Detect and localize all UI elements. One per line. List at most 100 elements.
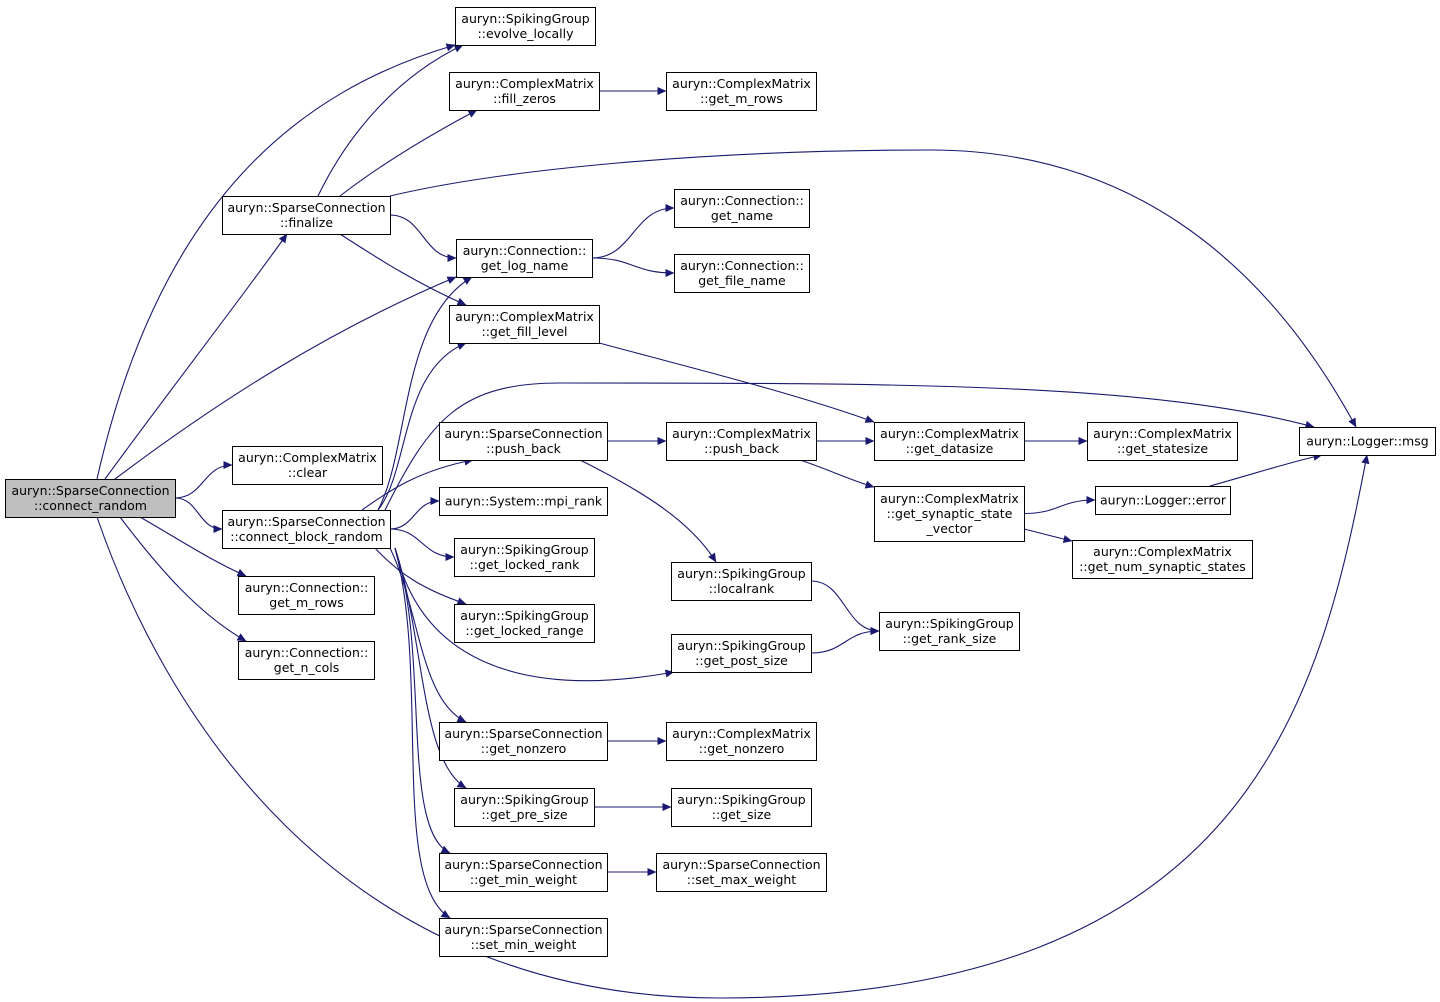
node-box — [232, 446, 383, 485]
edge-connect_block_random-to-get_nonzero_sc — [389, 547, 467, 723]
node-connect-random[interactable]: auryn::SparseConnection::connect_random — [5, 479, 176, 518]
node-get-num-synaptic-states[interactable]: auryn::ComplexMatrix::get_num_synaptic_s… — [1072, 540, 1253, 579]
node-get-m-rows-cm[interactable]: auryn::ComplexMatrix::get_m_rows — [666, 72, 817, 111]
node-label: auryn::ComplexMatrix — [672, 76, 811, 91]
node-box — [439, 918, 608, 957]
node-box — [439, 853, 608, 892]
node-label: auryn::SpikingGroup — [461, 11, 589, 26]
nodes: auryn::SparseConnection::connect_randoma… — [5, 7, 1436, 957]
node-box — [1095, 486, 1231, 515]
node-label: auryn::Connection:: — [463, 243, 587, 258]
node-label: ::push_back — [486, 441, 561, 456]
node-msg[interactable]: auryn::Logger::msg — [1299, 427, 1436, 456]
node-evolve-locally[interactable]: auryn::SpikingGroup::evolve_locally — [455, 7, 596, 46]
node-push-back-sc[interactable]: auryn::SparseConnection::push_back — [439, 422, 608, 461]
node-get-min-weight[interactable]: auryn::SparseConnection::get_min_weight — [439, 853, 608, 892]
node-label: ::connect_block_random — [230, 529, 382, 544]
node-label: auryn::SparseConnection — [227, 514, 385, 529]
edge-connect_block_random-to-get_log_name — [377, 276, 473, 511]
node-localrank[interactable]: auryn::SpikingGroup::localrank — [671, 562, 812, 601]
node-label: ::fill_zeros — [493, 91, 556, 106]
node-fill-zeros[interactable]: auryn::ComplexMatrix::fill_zeros — [449, 72, 600, 111]
node-label: auryn::SparseConnection — [444, 857, 602, 872]
node-connect-block-random[interactable]: auryn::SparseConnection::connect_block_r… — [222, 510, 391, 549]
node-label: auryn::SpikingGroup — [677, 792, 805, 807]
node-label: ::set_max_weight — [687, 872, 797, 887]
node-box — [666, 722, 817, 761]
node-get-file-name[interactable]: auryn::Connection::get_file_name — [674, 254, 810, 293]
node-label: _vector — [926, 521, 974, 536]
node-push-back-cm[interactable]: auryn::ComplexMatrix::push_back — [666, 422, 817, 461]
node-box — [1299, 427, 1436, 456]
edge-connect_random-to-clear — [174, 460, 233, 499]
node-label: auryn::SpikingGroup — [460, 792, 588, 807]
node-label: ::get_pre_size — [481, 807, 567, 822]
node-get-post-size[interactable]: auryn::SpikingGroup::get_post_size — [671, 634, 812, 673]
edge-finalize-to-msg — [389, 149, 1357, 428]
edges — [96, 43, 1370, 999]
node-get-statesize[interactable]: auryn::ComplexMatrix::get_statesize — [1087, 422, 1238, 461]
edge-localrank-to-get_rank_size — [810, 580, 880, 636]
edge-get_fill_level-to-get_datasize — [598, 342, 875, 423]
node-label: ::get_nonzero — [699, 741, 784, 756]
node-label: get_n_cols — [274, 660, 339, 675]
edge-finalize-to-get_fill_level — [339, 233, 467, 306]
node-get-n-cols[interactable]: auryn::Connection::get_n_cols — [238, 641, 375, 680]
node-label: auryn::ComplexMatrix — [880, 426, 1019, 441]
node-label: get_file_name — [698, 273, 786, 288]
edge-push_back_cm-to-get_synaptic_state_vector — [799, 459, 875, 489]
node-label: ::get_m_rows — [700, 91, 783, 106]
node-box — [874, 486, 1025, 542]
node-error[interactable]: auryn::Logger::error — [1095, 486, 1231, 515]
node-box — [455, 7, 596, 46]
node-get-log-name[interactable]: auryn::Connection::get_log_name — [456, 239, 593, 278]
node-get-rank-size[interactable]: auryn::SpikingGroup::get_rank_size — [879, 612, 1020, 651]
node-get-locked-range[interactable]: auryn::SpikingGroup::get_locked_range — [454, 604, 595, 643]
edge-connect_random-to-get_log_name — [114, 276, 457, 480]
node-finalize[interactable]: auryn::SparseConnection::finalize — [222, 196, 391, 235]
node-clear[interactable]: auryn::ComplexMatrix::clear — [232, 446, 383, 485]
node-label: auryn::Connection:: — [680, 258, 804, 273]
edge-get_log_name-to-get_name — [591, 203, 675, 259]
node-get-locked-rank[interactable]: auryn::SpikingGroup::get_locked_rank — [454, 538, 595, 577]
node-get-name[interactable]: auryn::Connection::get_name — [674, 189, 810, 228]
node-box — [671, 634, 812, 673]
node-get-nonzero-cm[interactable]: auryn::ComplexMatrix::get_nonzero — [666, 722, 817, 761]
edge-finalize-to-evolve_locally — [317, 44, 464, 197]
node-label: auryn::Connection:: — [680, 193, 804, 208]
node-box — [656, 853, 827, 892]
edge-get_synaptic_state_vector-to-get_num_synaptic_states — [1023, 528, 1073, 543]
node-box — [674, 254, 810, 293]
node-label: auryn::ComplexMatrix — [455, 76, 594, 91]
node-label: ::get_rank_size — [903, 631, 997, 646]
node-get-pre-size[interactable]: auryn::SpikingGroup::get_pre_size — [454, 788, 595, 827]
node-box — [666, 422, 817, 461]
node-label: auryn::SpikingGroup — [460, 608, 588, 623]
node-box — [1072, 540, 1253, 579]
node-get-fill-level[interactable]: auryn::ComplexMatrix::get_fill_level — [449, 305, 600, 344]
node-label: ::get_post_size — [695, 653, 788, 668]
node-label: ::get_locked_rank — [470, 557, 581, 572]
node-label: auryn::System::mpi_rank — [445, 494, 603, 509]
node-get-datasize[interactable]: auryn::ComplexMatrix::get_datasize — [874, 422, 1025, 461]
node-set-min-weight[interactable]: auryn::SparseConnection::set_min_weight — [439, 918, 608, 957]
edge-connect_block_random-to-msg — [384, 382, 1315, 511]
node-label: get_m_rows — [269, 595, 343, 610]
node-set-max-weight[interactable]: auryn::SparseConnection::set_max_weight — [656, 853, 827, 892]
node-get-m-rows-conn[interactable]: auryn::Connection::get_m_rows — [238, 576, 375, 615]
node-label: ::get_synaptic_state — [887, 506, 1013, 521]
node-get-size[interactable]: auryn::SpikingGroup::get_size — [671, 788, 812, 827]
node-box — [222, 510, 391, 549]
node-get-synaptic-state-vector[interactable]: auryn::ComplexMatrix::get_synaptic_state… — [874, 486, 1025, 542]
node-label: ::evolve_locally — [478, 26, 575, 41]
node-box — [5, 479, 176, 518]
edge-connect_random-to-msg — [96, 454, 1370, 999]
node-label: ::get_num_synaptic_states — [1079, 559, 1246, 574]
node-label: auryn::SpikingGroup — [460, 542, 588, 557]
node-get-nonzero-sc[interactable]: auryn::SparseConnection::get_nonzero — [439, 722, 608, 761]
node-box — [671, 788, 812, 827]
node-mpi-rank[interactable]: auryn::System::mpi_rank — [439, 487, 608, 516]
node-label: auryn::ComplexMatrix — [880, 491, 1019, 506]
node-label: auryn::ComplexMatrix — [455, 309, 594, 324]
